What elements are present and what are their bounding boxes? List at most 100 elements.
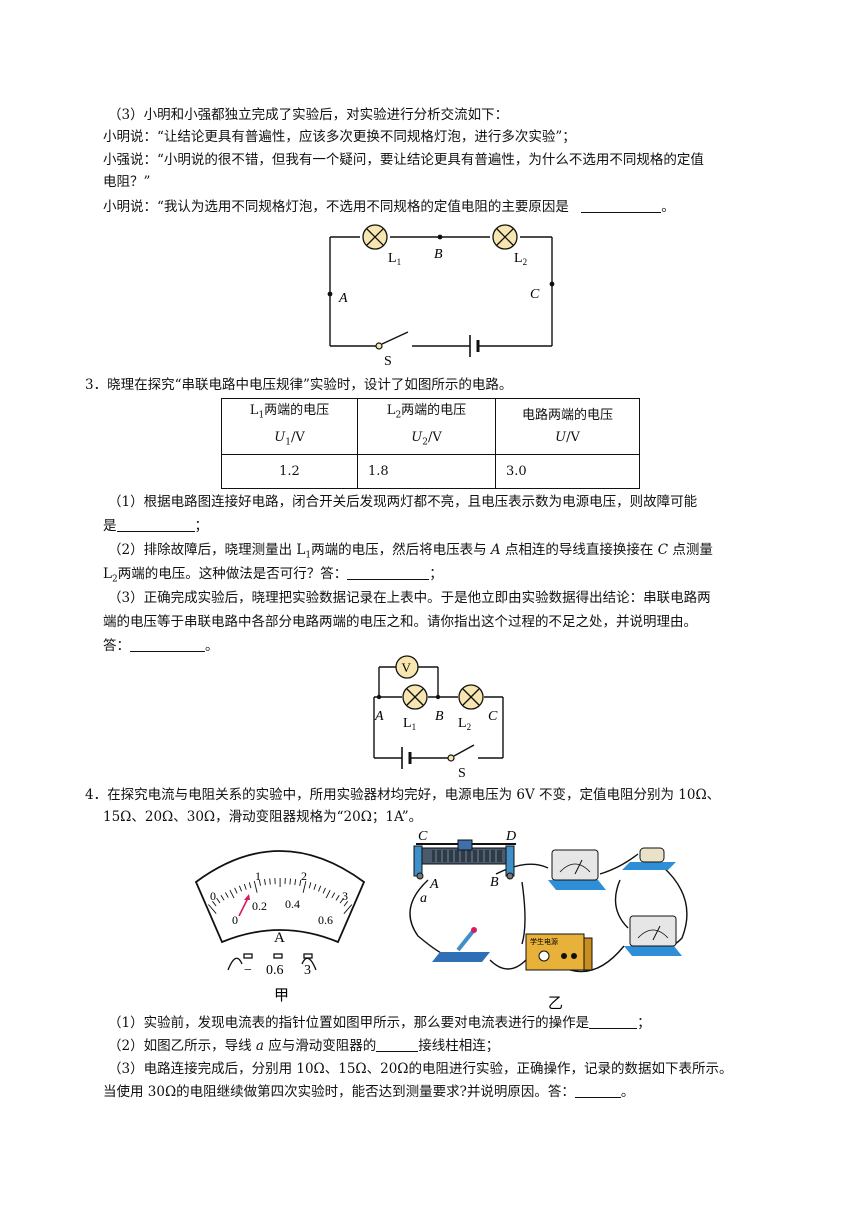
resistor-icon (622, 847, 676, 870)
q4-stem-a: 4．在探究电流与电阻关系的实验中，所用实验器材均完好，电源电压为 6V 不变，定… (85, 785, 720, 805)
ammeter-tick (335, 895, 340, 901)
table-cell-u2: 1.8 (357, 454, 496, 489)
q3-label-s: S (458, 766, 466, 780)
ammeter-tick (313, 883, 317, 890)
q3-label-a: A (374, 709, 384, 724)
q2-label-b: B (434, 247, 443, 262)
q3-part1-b: 是； (103, 517, 208, 534)
ammeter-tick (243, 883, 247, 890)
q4-part1-blank[interactable] (589, 1014, 638, 1029)
q4-part3-blank[interactable] (574, 1083, 621, 1098)
ammeter-lower-04: 0.4 (285, 897, 300, 911)
q2-label-s: S (384, 354, 392, 369)
q4-part3-b: 当使用 30Ω的电阻继续做第四次实验时，能否达到测量要求?并说明原因。答：。 (103, 1083, 635, 1100)
ammeter-tick (294, 879, 297, 886)
apparatus-figure: C D A B a 学生电源 (409, 829, 688, 1012)
ammeter-tick (318, 885, 322, 892)
ammeter-unit-label: A (274, 930, 285, 946)
q2-xiaoming-reply: 小明说：“我认为选用不同规格灯泡，不选用不同规格的定值电阻的主要原因是 。 (103, 197, 675, 217)
q2-xiaoqiang-statement-b: 电阻？” (103, 174, 151, 190)
q2-end-mark: 。 (661, 199, 675, 215)
q3-part2-blank[interactable] (347, 565, 430, 580)
knife-switch-icon (432, 927, 490, 962)
q2-answer-blank[interactable] (581, 198, 662, 213)
ammeter-tick (289, 878, 291, 885)
q3-part2-a: （2）排除故障后，晓理测量出 L1两端的电压，然后将电压表与 A 点相连的导线直… (108, 542, 713, 561)
terminal-3: 3 (304, 963, 311, 978)
q3-number: 3． (85, 377, 108, 393)
ammeter-tick (322, 887, 326, 894)
q2-label-l2: L2 (514, 251, 527, 267)
ammeter-tick (248, 882, 252, 889)
ammeter-tick (208, 904, 217, 914)
ammeter-upper-2: 2 (301, 869, 307, 883)
ammeter-tick (331, 892, 336, 899)
rheostat-label-c: C (418, 829, 428, 844)
ammeter-upper-0: 0 (210, 889, 216, 903)
power-supply-icon (525, 933, 593, 971)
ammeter-tick (238, 885, 243, 892)
q2-xiaoqiang-statement-a: 小强说：“小明说的很不错，但我有一个疑问，要让结论更具有普遍性，为什么不选用不同… (103, 152, 704, 168)
ammeter-tick (225, 892, 229, 898)
terminal-negative: − (244, 963, 252, 978)
q3-label-l2: L2 (458, 716, 471, 732)
ammeter-figure: 0 1 2 3 0 0.2 0.4 0.6 A − 0.6 3 甲 (194, 850, 366, 1004)
q3-part1-blank[interactable] (116, 517, 195, 532)
ammeter-tick (253, 880, 258, 893)
q3-label-l1: L1 (403, 716, 416, 732)
q4-part1: （1）实验前，发现电流表的指针位置如图甲所示，那么要对电流表进行的操作是； (108, 1014, 651, 1031)
q2-part3-intro: （3）小明和小强都独立完成了实验后，对实验进行分析交流如下： (108, 107, 509, 123)
q3-label-c: C (488, 709, 498, 724)
svg-text:V: V (402, 660, 412, 675)
lamp-l1-icon (402, 684, 428, 710)
q2-label-l1: L1 (388, 251, 401, 267)
ammeter-tick (343, 901, 349, 907)
ammeter-tick (308, 882, 312, 889)
switch-s-icon (447, 754, 455, 762)
ammeter-lower-0: 0 (232, 913, 238, 927)
ammeter-tick (264, 879, 266, 886)
ammeter-tick (234, 887, 238, 894)
ammeter-face (194, 850, 366, 944)
q4-part3-a: （3）电路连接完成后，分别用 10Ω、15Ω、20Ω的电阻进行实验，正确操作，记… (108, 1061, 733, 1077)
ammeter-tick (299, 879, 302, 886)
ammeter-tick (216, 897, 221, 904)
q4-number: 4． (85, 787, 108, 803)
ammeter-lower-06: 0.6 (318, 913, 333, 927)
rheostat-label-a: A (429, 877, 439, 892)
lamp-l1-icon (362, 224, 388, 250)
ammeter-tick (269, 878, 271, 885)
ammeter-lower-02: 0.2 (252, 899, 267, 913)
q2-label-c: C (530, 287, 540, 302)
lamp-l2-icon (492, 224, 518, 250)
ammeter-tick (258, 879, 261, 886)
q3-data-table: L1两端的电压 U1/V L2两端的电压 U2/V 电路两端的电压 U/V 1.… (221, 398, 640, 489)
ammeter-tick (343, 904, 353, 914)
table-cell-u: 3.0 (495, 454, 640, 489)
q3-circuit-diagram: V A L1 B L2 C S (373, 655, 504, 780)
ammeter-upper-1: 1 (255, 869, 261, 883)
table-cell-u1: 1.2 (221, 454, 358, 489)
q3-part2-b: L2两端的电压。这种做法是否可行？答：； (103, 565, 443, 585)
terminal-06: 0.6 (266, 963, 284, 978)
table-header-u: 电路两端的电压 U/V (495, 398, 640, 455)
voltmeter-icon: V (395, 655, 419, 679)
q3-stem-text: 晓理在探究“串联电路中电压规律”实验时，设计了如图所示的电路。 (107, 377, 513, 393)
q3-part3-blank[interactable] (130, 637, 205, 652)
q2-circuit-diagram: L1 B L2 A C S (327, 224, 555, 369)
q4-part2-blank[interactable] (376, 1037, 419, 1052)
voltmeter-device-icon (624, 915, 682, 956)
ammeter-tick (325, 889, 331, 899)
table-header-u2: L2两端的电压 U2/V (357, 398, 496, 455)
q4-stem-b: 15Ω、20Ω、30Ω，滑动变阻器规格为“20Ω；1A”。 (103, 809, 423, 825)
q2-label-a: A (338, 291, 348, 306)
q4-part2: （2）如图乙所示，导线 a 应与滑动变阻器的接线柱相连； (108, 1037, 500, 1054)
figure-caption-yi: 乙 (548, 996, 563, 1012)
ammeter-tick (229, 889, 235, 899)
power-supply-label: 学生电源 (530, 937, 558, 946)
figure-caption-jia: 甲 (274, 988, 289, 1004)
q3-part3-b: 端的电压等于串联电路中各部分电路两端的电压之和。请你指出这个过程的不足之处，并说… (103, 614, 697, 630)
ammeter-device-icon (548, 849, 606, 890)
ammeter-tick (302, 880, 307, 893)
